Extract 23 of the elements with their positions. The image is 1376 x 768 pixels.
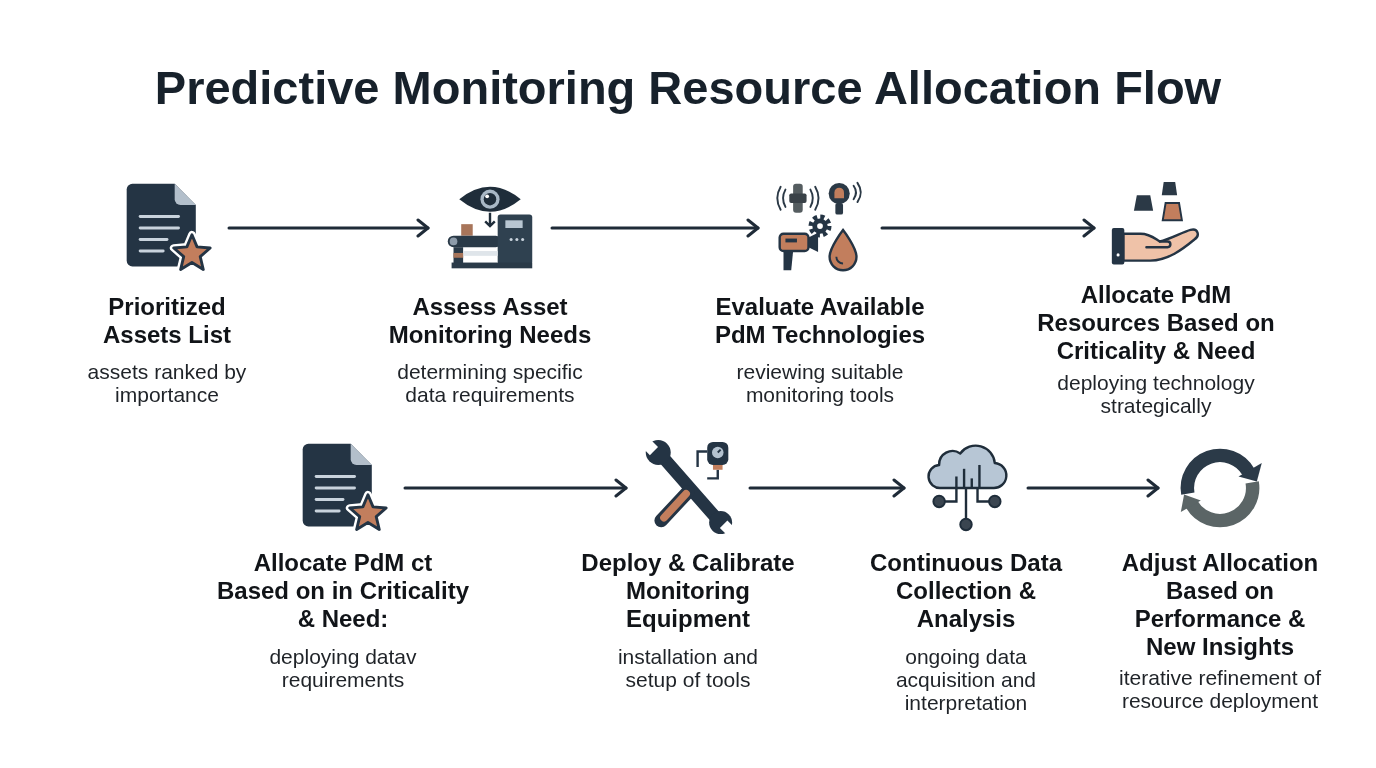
step-title: Continuous Data Collection & Analysis (869, 549, 1064, 633)
diagram-title: Predictive Monitoring Resource Allocation Flow (154, 60, 1222, 116)
step-title: Deploy & Calibrate Monitoring Equipment (580, 549, 796, 633)
arrow (748, 478, 906, 498)
step-description: iterative refinement of resource deployment (1118, 666, 1322, 712)
step-title: Prioritized Assets List (101, 293, 233, 349)
step-description: reviewing suitable monitoring tools (735, 360, 905, 406)
step-description: deploying datav requirements (268, 645, 418, 691)
step-title: Assess Asset Monitoring Needs (387, 293, 593, 349)
step-description: installation and setup of tools (616, 645, 760, 691)
arrow (1026, 478, 1160, 498)
step-title: Evaluate Available PdM Technologies (713, 293, 927, 349)
step-description: assets ranked by importance (86, 360, 248, 406)
arrow (403, 478, 628, 498)
step-title: Allocate PdM Resources Based on Criticality & Need (1036, 281, 1276, 365)
step-description: determining specific data requirements (396, 360, 584, 406)
step-title: Adjust Allocation Based on Performance & New Insights (1120, 549, 1320, 661)
arrow (227, 218, 430, 238)
step-description: deploying technology strategically (1056, 371, 1256, 417)
arrow (550, 218, 760, 238)
step-description: ongoing data acquisition and interpretation (894, 645, 1038, 714)
step-title: Allocate PdM ct Based on in Criticality & Need: (215, 549, 471, 633)
arrow (880, 218, 1096, 238)
